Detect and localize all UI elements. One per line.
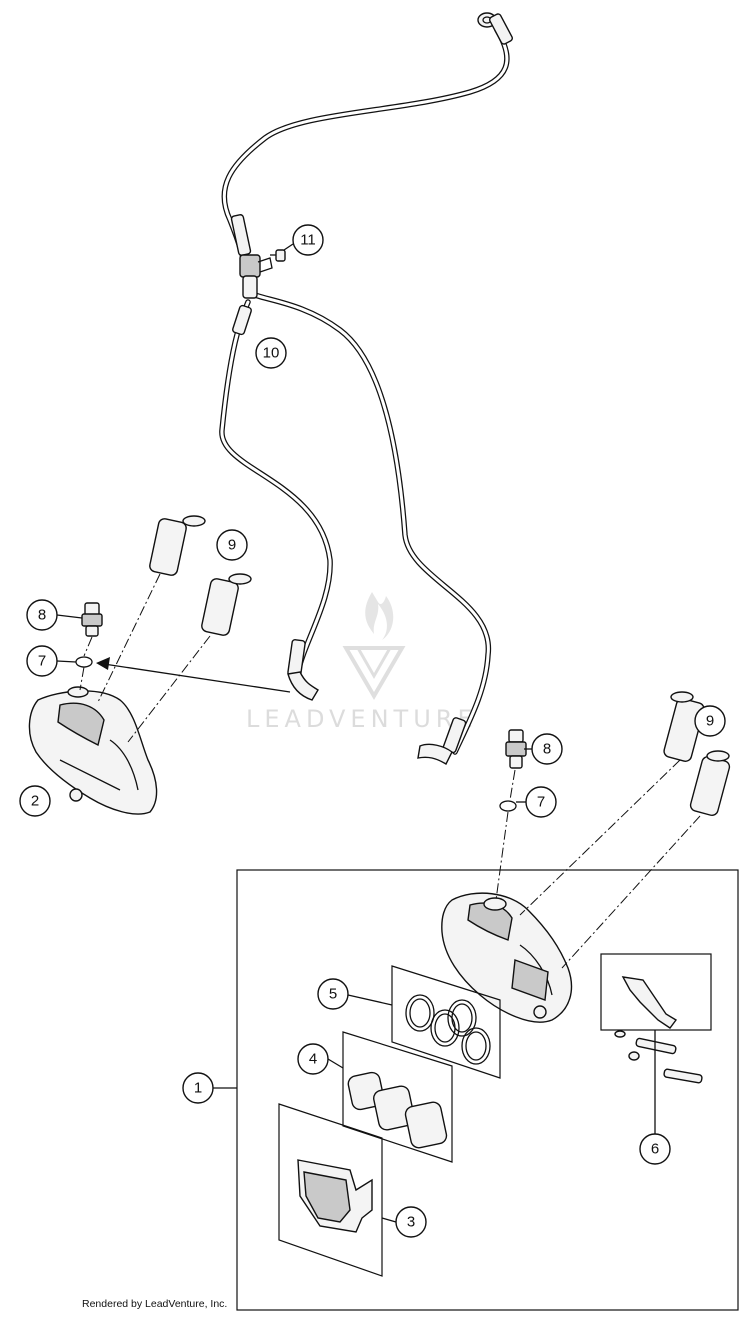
right-brake-caliper: [441, 892, 573, 1023]
caliper-pin-upper-left: [149, 515, 206, 576]
top-banjo-fitting: [477, 12, 513, 45]
bleed-valve-left: [81, 602, 103, 637]
callout-9-left: 9: [216, 529, 248, 561]
small-parts-kit: [600, 953, 712, 1138]
leader-right-seal: [495, 811, 509, 901]
callout-8-left: 8: [26, 599, 58, 631]
pistons-kit: [327, 1031, 453, 1163]
callout-11-leader: [283, 243, 294, 251]
callout-5: 5: [317, 978, 349, 1010]
callout-11: 11: [292, 224, 324, 256]
callout-6: 6: [639, 1133, 671, 1165]
callout-7-left-leader: [56, 660, 77, 663]
seal-ring-left: [75, 656, 93, 668]
watermark-text: LEADVENTURE: [246, 705, 478, 733]
svg-text:6: 6: [651, 1141, 659, 1158]
caliper-pin-lower-left: [201, 573, 252, 636]
svg-text:1: 1: [194, 1080, 202, 1097]
leader-right-pin-upper: [519, 759, 681, 916]
callout-3: 3: [395, 1206, 427, 1238]
callout-4: 4: [297, 1043, 329, 1075]
svg-text:2: 2: [31, 793, 39, 810]
svg-text:7: 7: [537, 794, 545, 811]
leader-left-valve: [83, 636, 93, 657]
left-brake-caliper: [28, 686, 158, 815]
rendered-by-credit: Rendered by LeadVenture, Inc.: [82, 1298, 228, 1310]
piston-seals-kit: [347, 965, 501, 1079]
brake-hose: [219, 12, 513, 765]
callout-7-right: 7: [525, 786, 557, 818]
leader-right-valve: [509, 769, 516, 801]
seal-ring-right: [499, 800, 517, 812]
leadventure-watermark-logo: LEADVENTURE: [246, 592, 478, 733]
svg-text:11: 11: [300, 232, 316, 249]
svg-text:3: 3: [407, 1214, 415, 1231]
caliper-pin-lower-right: [689, 750, 731, 817]
bleed-valve-right: [505, 729, 527, 769]
svg-text:4: 4: [309, 1051, 317, 1068]
callout-10: 10: [255, 337, 287, 369]
brake-pads-kit: [278, 1103, 397, 1277]
callout-8-right: 8: [531, 733, 563, 765]
left-hose-arrow: [96, 657, 291, 693]
callout-8-left-leader: [56, 614, 83, 619]
svg-text:9: 9: [706, 713, 714, 730]
svg-text:10: 10: [263, 345, 280, 362]
svg-text:8: 8: [543, 741, 551, 758]
left-hose-end-fitting: [287, 639, 319, 701]
svg-text:8: 8: [38, 607, 46, 624]
svg-text:5: 5: [329, 986, 337, 1003]
bleed-bolt: [270, 249, 286, 262]
kit-box: [236, 869, 739, 1311]
caliper-pin-upper-right: [663, 691, 705, 762]
leader-left-seal: [79, 666, 85, 691]
callout-7-left: 7: [26, 645, 58, 677]
leader-left-pin-lower: [127, 635, 211, 743]
svg-text:9: 9: [228, 537, 236, 554]
leader-right-pin-lower: [561, 815, 701, 969]
right-hose-end-fitting: [417, 717, 467, 765]
callout-1: 1: [182, 1072, 214, 1104]
hose-splitter-fitting: [230, 214, 273, 336]
callout-9-right: 9: [694, 705, 726, 737]
svg-text:7: 7: [38, 653, 46, 670]
callout-2: 2: [19, 785, 51, 817]
leader-left-pin-upper: [97, 573, 161, 703]
